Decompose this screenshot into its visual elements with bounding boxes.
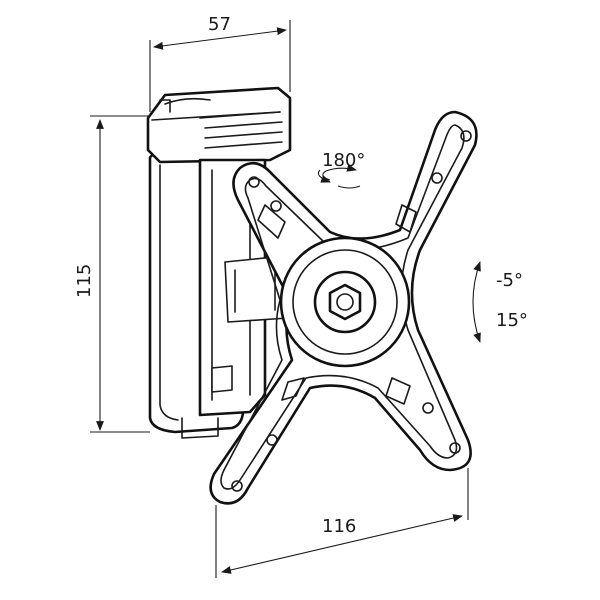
- width-top-label: 57: [208, 14, 231, 35]
- dimension-width-top: 57: [149, 14, 291, 112]
- vesa-plate: [209, 110, 478, 505]
- tilt-rotation-indicator: -5° 15°: [472, 261, 528, 343]
- dimension-width-bottom: 116: [215, 468, 469, 578]
- width-bottom-label: 116: [322, 516, 356, 537]
- tilt-down-label: 15°: [496, 310, 528, 331]
- height-left-label: 115: [74, 264, 95, 298]
- swivel-label: 180°: [322, 150, 365, 171]
- dimension-height-left: 115: [74, 115, 150, 433]
- tilt-up-label: -5°: [496, 270, 523, 291]
- swivel-rotation-indicator: 180°: [317, 150, 365, 189]
